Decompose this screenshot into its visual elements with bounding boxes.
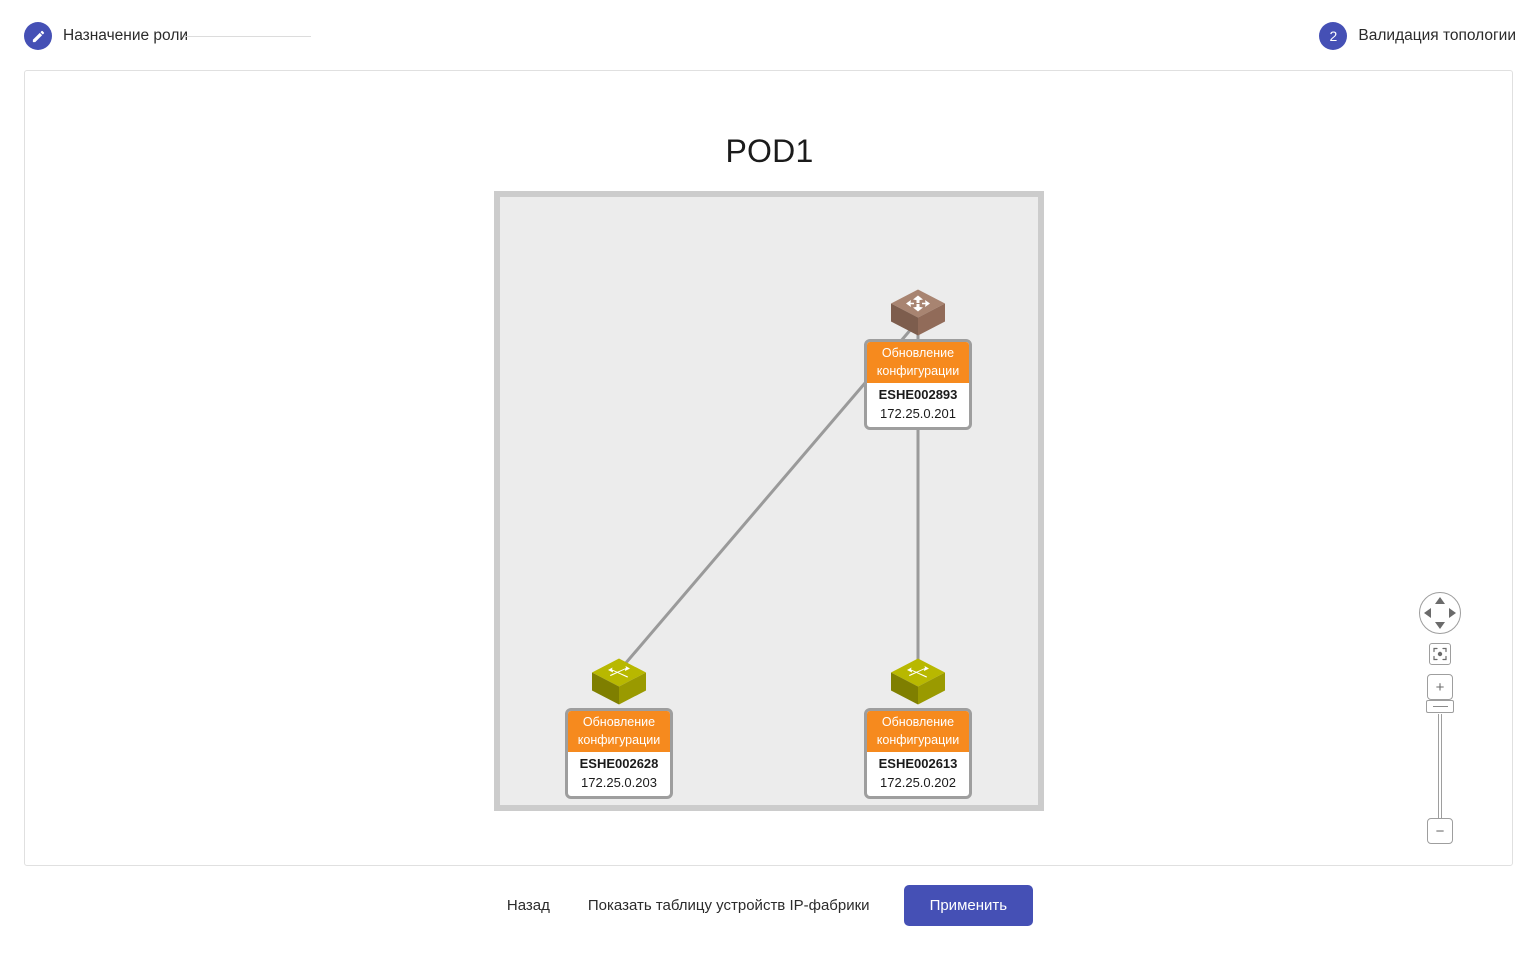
node-label-leaf-1[interactable]: Обновление конфигурации ESHE002628 172.2… [565,708,673,799]
node-ip: 172.25.0.201 [880,406,956,421]
footer-actions: Назад Показать таблицу устройств IP-фабр… [0,875,1536,935]
apply-button[interactable]: Применить [903,884,1034,926]
fit-to-screen-icon[interactable] [1429,643,1451,665]
step-number-badge: 2 [1319,22,1348,50]
router-icon [889,288,947,347]
node-status-badge: Обновление конфигурации [867,711,969,752]
node-label-leaf-2[interactable]: Обновление конфигурации ESHE002613 172.2… [864,708,972,799]
step-role-assignment-label: Назначение роли [63,27,189,44]
switch-icon [889,657,947,716]
node-name: ESHE002628 [579,756,659,771]
pod-title: POD1 [725,133,814,169]
handle-grip [1432,706,1448,707]
pod-container [494,191,1044,811]
zoom-slider[interactable]: + − [1418,674,1462,844]
node-status-badge: Обновление конфигурации [867,342,969,383]
zoom-in-button[interactable]: + [1427,674,1453,700]
node-name: ESHE002893 [878,387,958,402]
node-label-spine-1[interactable]: Обновление конфигурации ESHE002893 172.2… [864,339,972,430]
step-topology-validation-label: Валидация топологии [1358,27,1516,44]
switch-icon [590,657,648,716]
pencil-icon [24,22,52,50]
node-info: ESHE002893 172.25.0.201 [867,383,969,427]
topology-links [617,320,920,672]
zoom-slider-track[interactable] [1438,714,1442,818]
back-button[interactable]: Назад [503,891,554,920]
node-status-badge: Обновление конфигурации [568,711,670,752]
viewport-controls: + − [1418,591,1462,844]
node-name: ESHE002613 [878,756,958,771]
node-info: ESHE002613 172.25.0.202 [867,752,969,796]
zoom-out-button[interactable]: − [1427,818,1453,844]
pan-wheel-icon[interactable] [1418,591,1462,635]
show-fabric-devices-table-button[interactable]: Показать таблицу устройств IP-фабрики [584,891,874,920]
node-ip: 172.25.0.202 [880,775,956,790]
zoom-slider-handle[interactable] [1426,700,1454,713]
wizard-stepper: Назначение роли 2 Валидация топологии [0,0,1536,72]
topology-canvas[interactable]: Обновление конфигурации ESHE002893 172.2… [25,71,1512,865]
node-info: ESHE002628 172.25.0.203 [568,752,670,796]
stepper-connector [184,36,311,37]
step-topology-validation[interactable]: 2 Валидация топологии [1319,22,1516,50]
node-ip: 172.25.0.203 [581,775,657,790]
topology-card: POD1 [24,70,1513,866]
step-role-assignment[interactable]: Назначение роли [24,22,188,50]
